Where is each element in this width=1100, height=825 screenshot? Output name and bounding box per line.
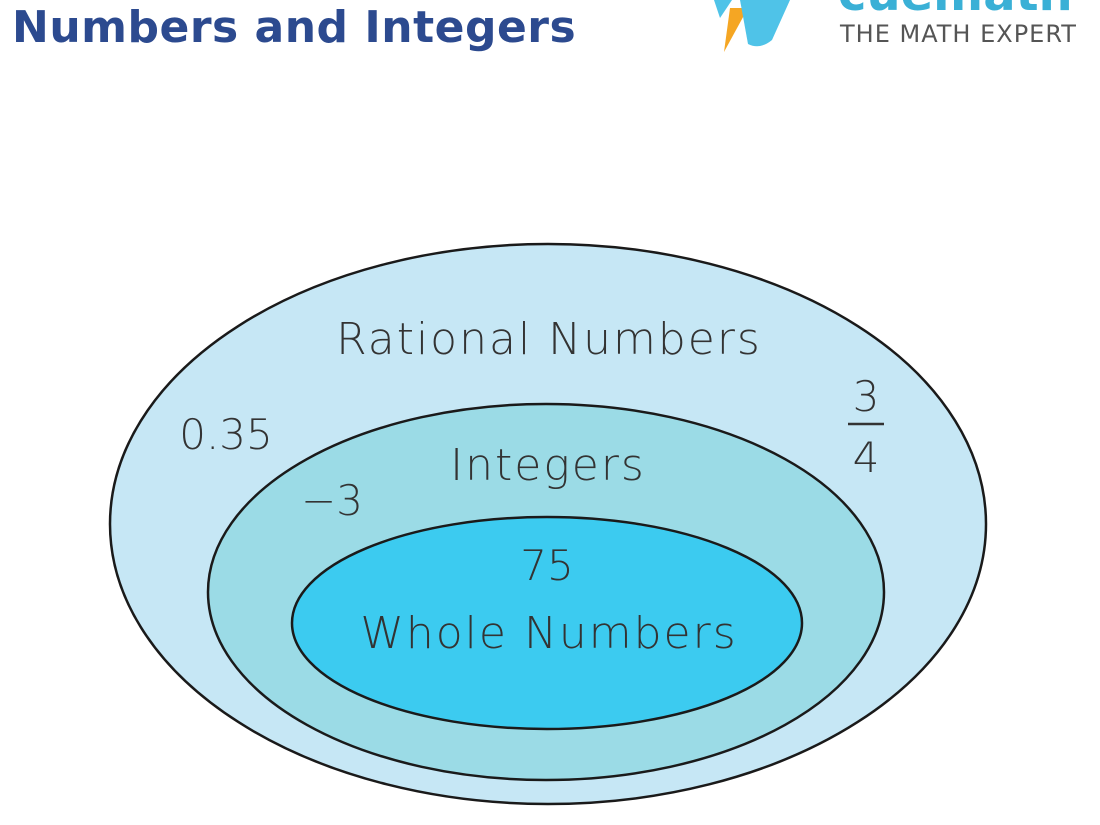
whole-number-example: 75 bbox=[520, 541, 573, 590]
page-title: Numbers and Integers bbox=[12, 2, 577, 53]
integers-label: Integers bbox=[450, 440, 646, 491]
cuemath-logo: cuemath THE MATH EXPERT bbox=[700, 0, 1100, 60]
fraction-denominator: 4 bbox=[853, 433, 880, 482]
fraction-numerator: 3 bbox=[853, 372, 880, 421]
logo-tagline: THE MATH EXPERT bbox=[840, 20, 1077, 48]
logo-wordmark: cuemath bbox=[838, 0, 1073, 22]
rocket-icon bbox=[714, 0, 790, 52]
rational-example: 0.35 bbox=[179, 410, 273, 459]
rational-numbers-label: Rational Numbers bbox=[336, 314, 762, 365]
fraction-three-quarters: 3 4 bbox=[848, 372, 884, 482]
whole-numbers-label: Whole Numbers bbox=[360, 608, 737, 659]
integer-example: −3 bbox=[301, 476, 363, 525]
whole-numbers-ellipse bbox=[290, 515, 804, 731]
